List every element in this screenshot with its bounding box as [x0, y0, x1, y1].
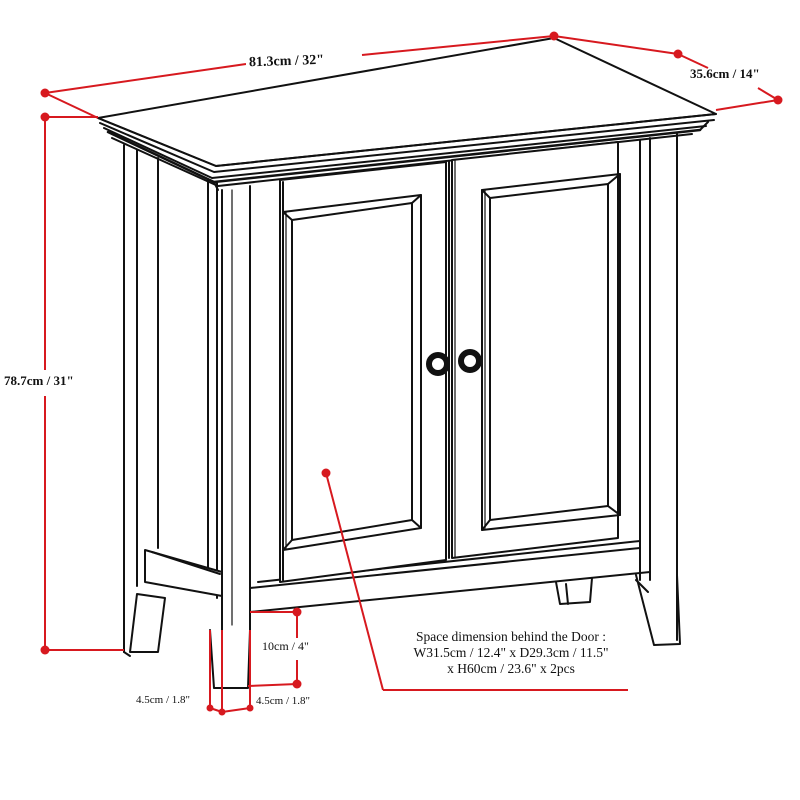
left-door-knob: [426, 352, 450, 376]
front-right-leg: [555, 574, 681, 646]
leg-width-left-label: 4.5cm / 1.8": [136, 694, 190, 706]
leg-width-right-label: 4.5cm / 1.8": [256, 695, 310, 707]
depth-label: 35.6cm / 14": [690, 66, 760, 81]
face-frame: [249, 133, 678, 641]
right-door-knob: [458, 349, 482, 373]
interior-note-line-1: Space dimension behind the Door :: [415, 629, 607, 644]
width-dimension-line: [44, 35, 555, 119]
leg-height-label: 10cm / 4": [262, 639, 309, 653]
dimension-endpoints: [40, 31, 783, 716]
cabinet-top: [97, 37, 717, 191]
right-door: [448, 141, 621, 559]
door-knobs: [426, 349, 482, 376]
depth-dimension-line: [553, 35, 779, 111]
height-dimension-line: [44, 116, 124, 651]
height-label: 78.7cm / 31": [4, 372, 74, 389]
interior-note-line-3: x H60cm / 23.6" x 2pcs: [447, 660, 575, 676]
interior-space-note: Space dimension behind the Door : W31.5c…: [386, 629, 636, 677]
left-side-panel: [123, 144, 223, 657]
width-label: 81.3cm / 32": [245, 53, 328, 71]
interior-note-line-2: W31.5cm / 12.4" x D29.3cm / 11.5": [413, 644, 609, 660]
left-door: [279, 161, 447, 583]
interior-note-pointer: [325, 472, 628, 691]
leg-width-dimension-line: [209, 630, 251, 713]
